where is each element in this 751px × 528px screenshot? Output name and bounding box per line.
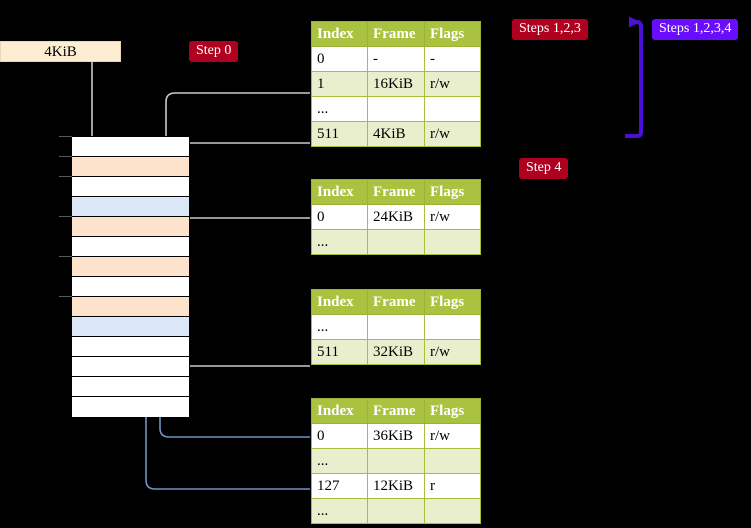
- cell-frame: 24KiB: [367, 204, 425, 230]
- column-header-index: Index: [311, 21, 368, 47]
- memory-frame: [72, 237, 189, 257]
- table-row: ...: [311, 498, 481, 524]
- table-row: ...: [311, 229, 481, 255]
- wire-pml4-to-frame: [179, 142, 310, 154]
- memory-frame: [72, 377, 189, 397]
- cell-flags: [424, 314, 481, 340]
- pd-table: Index Frame Flags ... 511 32KiB r/w: [311, 289, 481, 365]
- cell-flags: [424, 96, 481, 122]
- memory-tick: [59, 216, 72, 217]
- cell-frame: 4KiB: [367, 121, 425, 147]
- physical-memory-column: [71, 136, 190, 417]
- cell-index: 511: [311, 121, 368, 147]
- cell-frame: [367, 448, 425, 474]
- cell-index: 0: [311, 423, 368, 449]
- memory-frame: [72, 217, 189, 237]
- cell-flags: r: [424, 473, 481, 499]
- column-header-frame: Frame: [367, 179, 425, 205]
- memory-tick: [59, 136, 72, 137]
- cell-index: ...: [311, 314, 368, 340]
- table-row: 0 24KiB r/w: [311, 204, 481, 230]
- cell-frame: [367, 96, 425, 122]
- memory-frame: [72, 337, 189, 357]
- table-row: 511 32KiB r/w: [311, 339, 481, 365]
- cell-index: ...: [311, 498, 368, 524]
- memory-frame: [72, 357, 189, 377]
- memory-frame: [72, 317, 189, 337]
- cell-flags: -: [424, 46, 481, 72]
- cell-flags: [424, 448, 481, 474]
- cell-flags: [424, 229, 481, 255]
- cell-index: ...: [311, 229, 368, 255]
- badge-steps-1234: Steps 1,2,3,4: [652, 19, 739, 40]
- table-row: 0 - -: [311, 46, 481, 72]
- badge-steps-123: Steps 1,2,3: [512, 19, 588, 40]
- memory-frame: [72, 137, 189, 157]
- badge-step-4: Step 4: [519, 158, 569, 179]
- column-header-index: Index: [311, 398, 368, 424]
- column-header-flags: Flags: [424, 21, 481, 47]
- wire-steps-1234-bracket: [625, 16, 643, 138]
- cell-frame: 36KiB: [367, 423, 425, 449]
- memory-frame: [72, 157, 189, 177]
- cell-frame: -: [367, 46, 425, 72]
- table-row: ...: [311, 96, 481, 122]
- column-header-frame: Frame: [367, 398, 425, 424]
- cell-index: 127: [311, 473, 368, 499]
- badge-step-0: Step 0: [189, 41, 239, 62]
- table-row: 1 16KiB r/w: [311, 71, 481, 97]
- pml4-table: Index Frame Flags 0 - - 1 16KiB r/w ...: [311, 21, 481, 147]
- cell-frame: 32KiB: [367, 339, 425, 365]
- table-row: 127 12KiB r: [311, 473, 481, 499]
- table-header-row: Index Frame Flags: [311, 21, 481, 47]
- table-row: ...: [311, 314, 481, 340]
- cell-flags: r/w: [424, 423, 481, 449]
- memory-tick: [59, 156, 72, 157]
- pdpt-table: Index Frame Flags 0 24KiB r/w ...: [311, 179, 481, 255]
- memory-frame: [72, 257, 189, 277]
- cell-frame: [367, 229, 425, 255]
- memory-tick: [59, 296, 72, 297]
- table-row: ...: [311, 448, 481, 474]
- table-header-row: Index Frame Flags: [311, 179, 481, 205]
- pt-table: Index Frame Flags 0 36KiB r/w ... 127 12…: [311, 398, 481, 524]
- memory-frame: [72, 297, 189, 317]
- cell-index: ...: [311, 96, 368, 122]
- memory-frame: [72, 397, 189, 417]
- cell-index: ...: [311, 448, 368, 474]
- memory-frame: [72, 197, 189, 217]
- column-header-flags: Flags: [424, 179, 481, 205]
- cell-flags: [424, 498, 481, 524]
- frame-size-label: 4KiB: [0, 41, 121, 62]
- table-header-row: Index Frame Flags: [311, 398, 481, 424]
- column-header-index: Index: [311, 179, 368, 205]
- memory-tick: [59, 176, 72, 177]
- cell-frame: 16KiB: [367, 71, 425, 97]
- cell-flags: r/w: [424, 204, 481, 230]
- column-header-frame: Frame: [367, 21, 425, 47]
- cell-flags: r/w: [424, 71, 481, 97]
- cell-flags: r/w: [424, 339, 481, 365]
- cell-index: 511: [311, 339, 368, 365]
- cell-index: 1: [311, 71, 368, 97]
- column-header-index: Index: [311, 289, 368, 315]
- table-row: 0 36KiB r/w: [311, 423, 481, 449]
- table-header-row: Index Frame Flags: [311, 289, 481, 315]
- memory-frame: [72, 277, 189, 297]
- cell-frame: [367, 314, 425, 340]
- column-header-flags: Flags: [424, 398, 481, 424]
- memory-frame: [72, 177, 189, 197]
- cell-index: 0: [311, 204, 368, 230]
- table-row: 511 4KiB r/w: [311, 121, 481, 147]
- column-header-frame: Frame: [367, 289, 425, 315]
- cell-frame: 12KiB: [367, 473, 425, 499]
- memory-tick: [59, 256, 72, 257]
- column-header-flags: Flags: [424, 289, 481, 315]
- cell-index: 0: [311, 46, 368, 72]
- cell-frame: [367, 498, 425, 524]
- cell-flags: r/w: [424, 121, 481, 147]
